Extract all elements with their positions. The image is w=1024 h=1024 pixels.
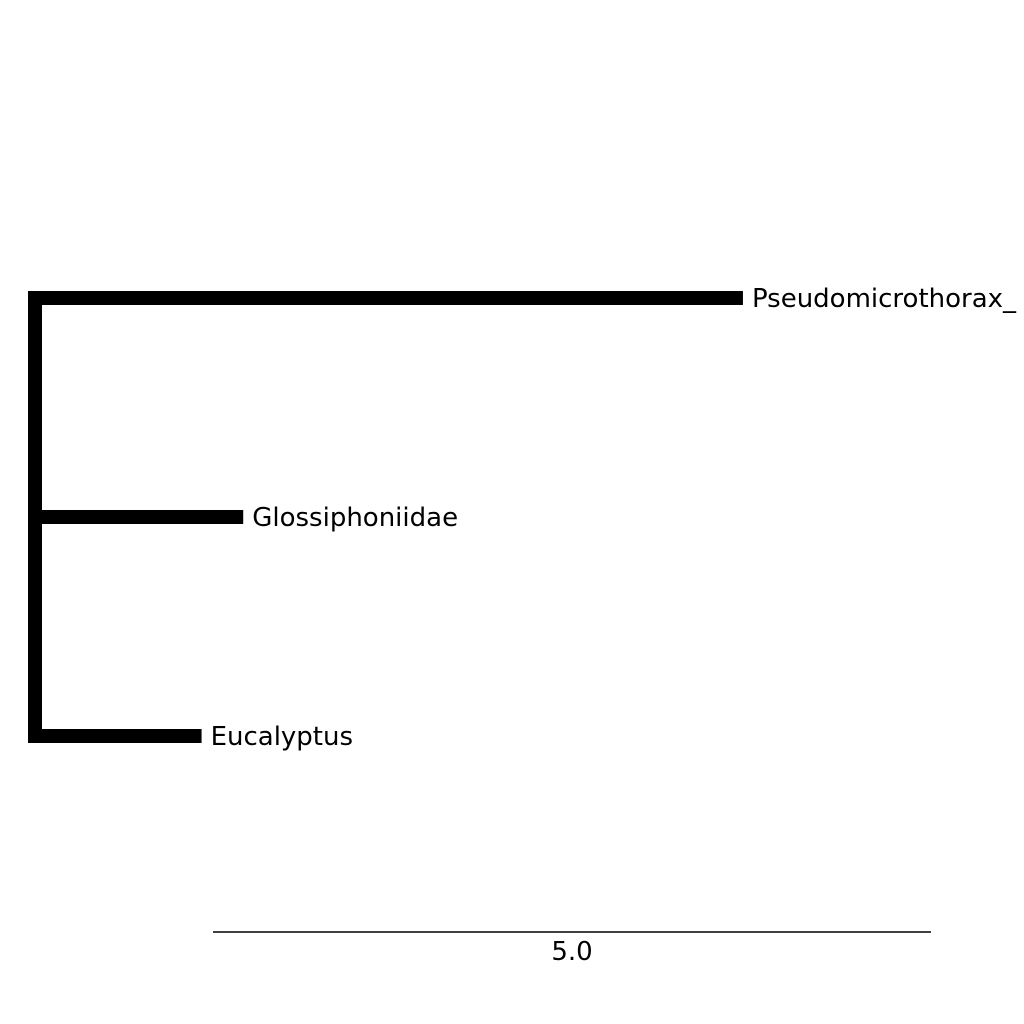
scale-bar: 5.0 bbox=[213, 931, 931, 967]
tip-labels: Pseudomicrothorax_ GlossiphoniidaeEucalyp… bbox=[211, 284, 1017, 752]
tree-branches bbox=[28, 291, 743, 743]
tip-label: Glossiphoniidae bbox=[252, 503, 458, 533]
tip-label: Pseudomicrothorax_ bbox=[752, 284, 1017, 314]
scale-bar-label: 5.0 bbox=[551, 937, 592, 967]
tip-label: Eucalyptus bbox=[211, 722, 353, 752]
